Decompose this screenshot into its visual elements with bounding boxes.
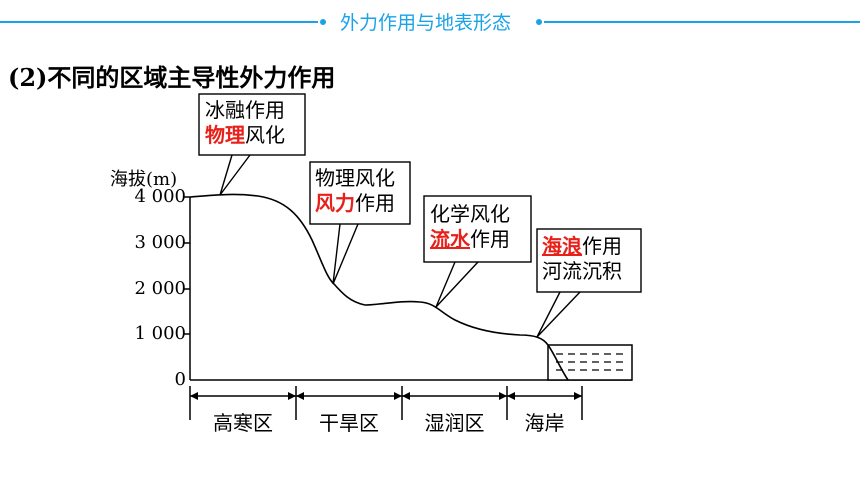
callout-box-arid bbox=[309, 161, 411, 225]
y-tick-label-3000: 3 000 bbox=[134, 232, 186, 253]
zone-arrowheads bbox=[190, 392, 582, 400]
callout-coast: 海浪作用 河流沉积 bbox=[542, 234, 622, 284]
callout-humid-line2: 流水作用 bbox=[430, 227, 510, 252]
callout-cold-line1: 冰融作用 bbox=[205, 98, 285, 122]
y-axis-label: 海拔(m) bbox=[110, 169, 178, 190]
callout-pointer-humid bbox=[435, 261, 479, 308]
callout-cold: 冰融作用 物理风化 bbox=[205, 98, 285, 148]
callout-box-coast bbox=[536, 228, 642, 293]
callout-coast-rest: 作用 bbox=[582, 234, 622, 258]
callout-arid: 物理风化 风力作用 bbox=[315, 166, 395, 216]
callout-humid-highlight: 流水 bbox=[430, 227, 470, 251]
callout-coast-highlight: 海浪 bbox=[542, 234, 582, 258]
terrain-profile bbox=[189, 193, 569, 381]
y-tick-label-1000: 1 000 bbox=[134, 323, 186, 344]
callout-arid-line1: 物理风化 bbox=[315, 166, 395, 190]
header-dot-left bbox=[320, 19, 326, 25]
section-number: (2) bbox=[8, 63, 48, 92]
callout-humid-rest: 作用 bbox=[470, 227, 510, 251]
callout-cold-line2: 物理风化 bbox=[205, 123, 285, 148]
callout-arid-line2: 风力作用 bbox=[315, 191, 395, 216]
y-tick-label-0: 0 bbox=[174, 369, 186, 390]
callout-cold-highlight: 物理 bbox=[205, 123, 245, 147]
header-line-left bbox=[0, 21, 318, 23]
callout-coast-line1: 海浪作用 bbox=[542, 234, 622, 259]
callout-humid-line1: 化学风化 bbox=[430, 202, 510, 226]
callout-arid-highlight: 风力 bbox=[315, 191, 355, 215]
zone-label-coast: 海岸 bbox=[524, 411, 565, 435]
header-line-right bbox=[544, 21, 860, 23]
y-tick-label-4000: 4 000 bbox=[134, 186, 186, 207]
zone-label-arid: 干旱区 bbox=[319, 411, 379, 435]
callout-humid: 化学风化 流水作用 bbox=[430, 202, 510, 252]
zone-label-cold: 高寒区 bbox=[213, 411, 273, 435]
sea-wave-lines bbox=[556, 353, 628, 371]
zone-label-humid: 湿润区 bbox=[424, 411, 485, 435]
callout-arid-rest: 作用 bbox=[355, 191, 395, 215]
header-dot-right bbox=[536, 19, 542, 25]
callout-pointer-coast bbox=[536, 291, 581, 338]
section-title-text: 不同的区域主导性外力作用 bbox=[47, 64, 336, 92]
header-title: 外力作用与地表形态 bbox=[340, 12, 512, 34]
callout-cold-rest: 风化 bbox=[245, 123, 285, 147]
callout-coast-line2: 河流沉积 bbox=[542, 259, 622, 283]
section-title: (2)不同的区域主导性外力作用 bbox=[8, 58, 335, 93]
callout-pointer-cold bbox=[219, 154, 251, 196]
callout-box-cold bbox=[198, 93, 306, 156]
y-tick-label-2000: 2 000 bbox=[134, 278, 186, 299]
callout-pointer-arid bbox=[332, 223, 359, 285]
zone-dividers bbox=[189, 386, 583, 420]
